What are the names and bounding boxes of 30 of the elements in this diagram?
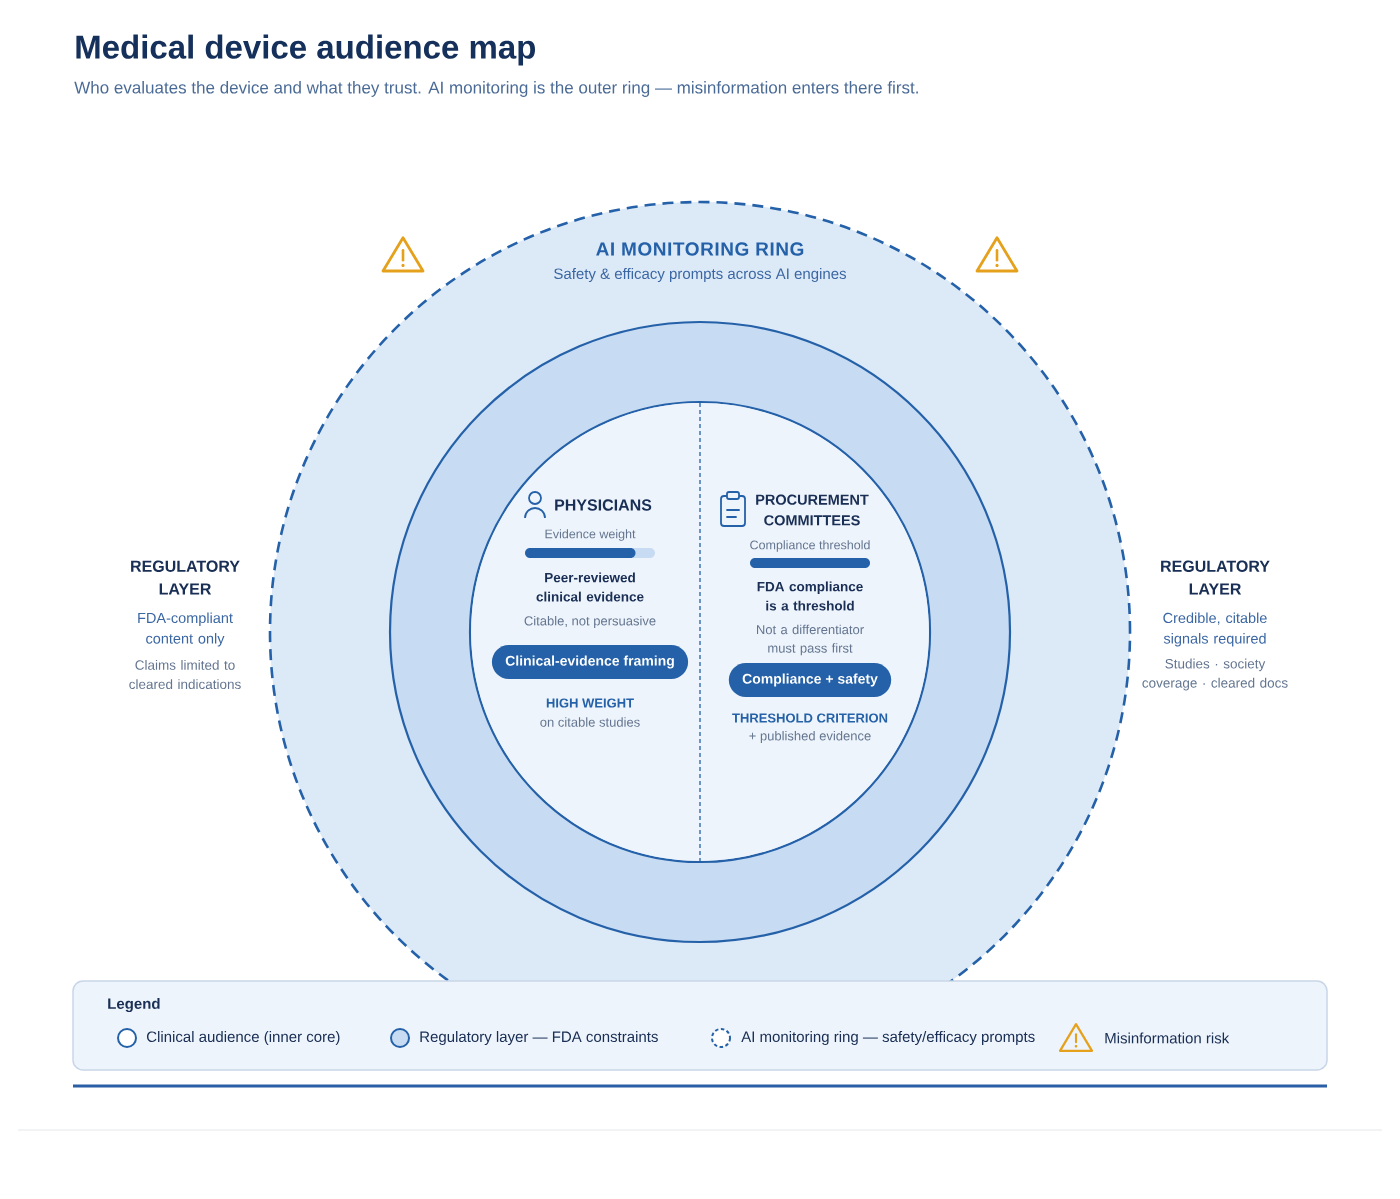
ring-heading: AI MONITORING RING [596, 242, 804, 256]
inner-circle [468, 400, 932, 864]
note-text: + published evidence [749, 730, 871, 744]
bar-label: Compliance threshold [750, 540, 870, 552]
ring-subtitle: Safety & efficacy prompts across AI engines [554, 268, 846, 282]
emphasis-text: Peer-reviewed clinical evidence [536, 572, 644, 602]
side-note: Studies · society coverage · cleared docs [1142, 658, 1288, 691]
legend-text: Clinical audience (inner core) [147, 1031, 340, 1045]
legend-text: AI monitoring ring — safety/efficacy prompts [741, 1031, 1035, 1045]
side-heading: REGULATORY LAYER [131, 560, 240, 595]
pill-tag: Clinical-evidence framing [491, 645, 689, 679]
side-text: FDA-compliant content only [138, 612, 233, 647]
title: Medical device audience map [76, 34, 535, 66]
side-heading: REGULATORY LAYER [1161, 560, 1270, 595]
pill-tag: Compliance + safety [728, 663, 892, 697]
note-text: on citable studies [540, 717, 640, 727]
emphasis-text: FDA compliance is a threshold [757, 581, 863, 611]
weight-label: HIGH WEIGHT [546, 698, 634, 708]
subtitle: Who evaluates the device and what they trust. AI monitoring is the outer ring — misinformation enters there first. [74, 81, 918, 97]
group-heading: PROCUREMENT COMMITTEES [756, 494, 869, 526]
side-note: Claims limited to cleared indications [129, 659, 241, 690]
legend-text: Misinformation risk [1105, 1032, 1230, 1044]
side-text: Credible, citable signals required [1163, 612, 1267, 647]
group-heading: PHYSICIANS [555, 499, 652, 511]
note-text: Not a differentiator must pass first [757, 624, 864, 656]
bar-label: Evidence weight [545, 529, 636, 541]
legend-heading: Legend [108, 998, 160, 1013]
note-text: Citable, not persuasive [524, 615, 656, 629]
weight-label: THRESHOLD CRITERION [732, 713, 888, 723]
legend-text: Regulatory layer — FDA constraints [420, 1031, 658, 1045]
